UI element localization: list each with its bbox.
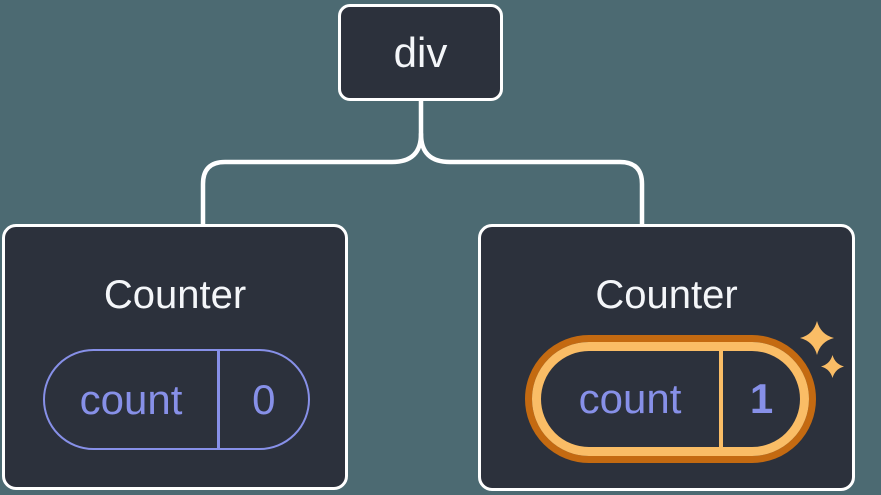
root-node-label: div xyxy=(393,28,448,76)
counter-card-right: Counter count 1 xyxy=(478,224,855,491)
state-value: 1 xyxy=(749,375,774,422)
state-pill-divider xyxy=(217,351,220,448)
connector-left-branch xyxy=(200,97,424,227)
state-key-label: count xyxy=(79,375,183,423)
connector-right-branch xyxy=(418,131,645,227)
state-pill-highlight-ring: count 1 xyxy=(532,342,809,456)
state-pill-divider xyxy=(719,351,723,447)
state-value: 0 xyxy=(252,375,276,423)
state-key-label: count xyxy=(578,375,682,422)
state-pill-highlighted: count 1 xyxy=(525,335,816,463)
counter-title: Counter xyxy=(595,273,738,317)
state-pill: count 0 xyxy=(43,349,310,450)
counter-title: Counter xyxy=(103,273,247,317)
counter-card-left: Counter count 0 xyxy=(2,224,348,490)
root-node-div: div xyxy=(338,4,503,101)
